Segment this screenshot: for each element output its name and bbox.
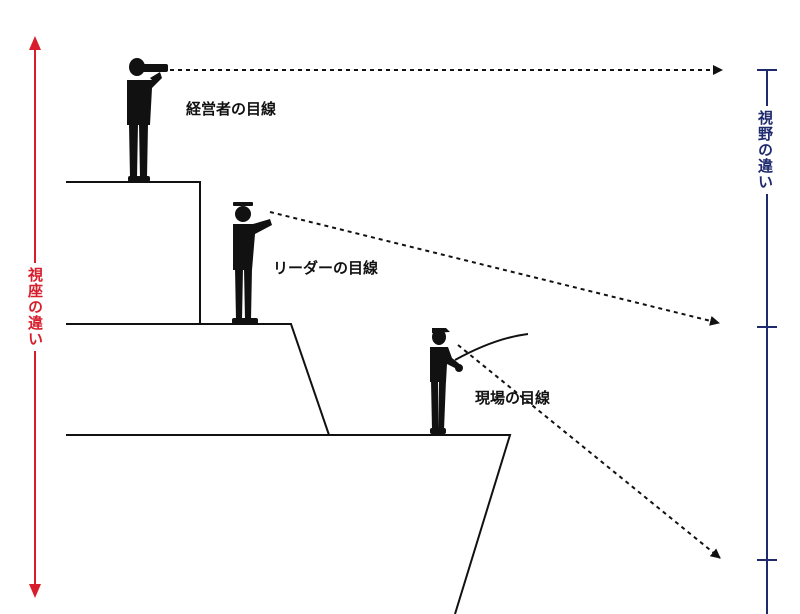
field-gaze-label: 現場の目線	[475, 389, 551, 407]
field-gaze-line	[457, 344, 721, 559]
leader-gaze-label: リーダーの目線	[273, 259, 379, 277]
leader-pointing-icon	[232, 202, 272, 324]
executive-gaze-label: 経営者の目線	[186, 100, 277, 118]
leader-gaze-line	[269, 211, 720, 326]
viewpoint-axis-bottom-arrow-icon	[29, 584, 41, 598]
viewpoint-axis-top-arrow-icon	[29, 36, 41, 50]
middle-terrace	[66, 323, 330, 436]
gaze-lines	[170, 65, 723, 559]
top-terrace	[66, 181, 201, 324]
viewpoint-axis-label: 視座の違い	[26, 263, 44, 351]
bottom-terrace	[66, 434, 512, 614]
executive-binoculars-icon	[127, 58, 168, 182]
field-fishing-icon	[430, 328, 529, 434]
terraces	[66, 181, 512, 614]
field-of-view-axis-label: 視野の違い	[756, 106, 774, 194]
